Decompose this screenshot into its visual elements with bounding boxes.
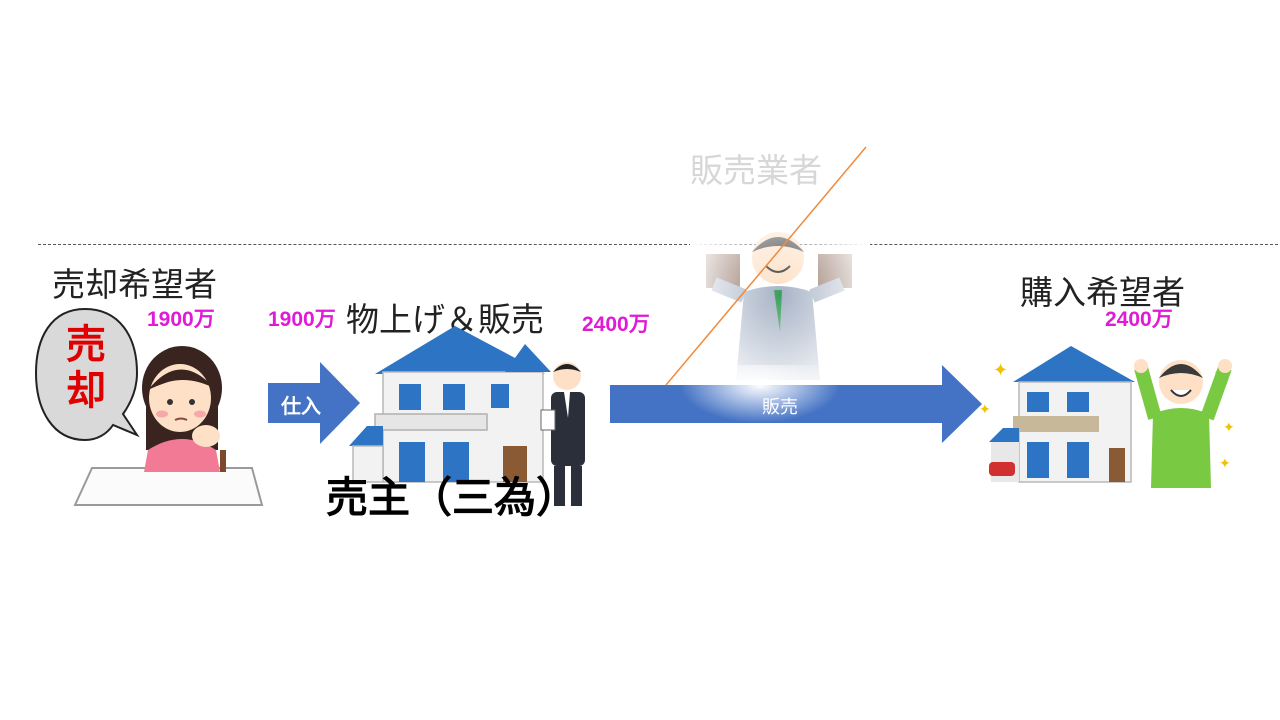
- speech-bubble-shape: [34, 307, 140, 442]
- buyer-house-illustration: ✦ ✦ ✦ ✦ ✦: [979, 346, 1235, 488]
- svg-text:✦: ✦: [1219, 456, 1231, 472]
- seller-price: 1900万: [147, 308, 215, 331]
- svg-text:✦: ✦: [993, 360, 1008, 381]
- purchase-arrow-label: 仕入: [281, 394, 321, 418]
- strike-line: [665, 146, 867, 386]
- svg-text:✦: ✦: [1223, 420, 1235, 436]
- speech-bubble-text: 売 却: [62, 322, 110, 414]
- purchase-price: 1900万: [268, 308, 336, 331]
- seller-applicant-label: 売却希望者: [52, 265, 217, 304]
- sales-agent-label: 販売業者: [690, 151, 822, 190]
- divider-line: [38, 244, 1278, 245]
- bubble-char-2: 却: [66, 368, 106, 414]
- bubble-char-1: 売: [66, 322, 106, 368]
- sales-arrow-label: 販売: [762, 397, 798, 418]
- purchase-arrow: [268, 362, 360, 444]
- seller-main-label: 売主（三為）: [326, 473, 579, 522]
- resale-price: 2400万: [582, 313, 650, 336]
- buyer-price: 2400万: [1105, 308, 1173, 331]
- svg-text:✦: ✦: [979, 402, 991, 418]
- house-illustration: [349, 326, 585, 506]
- buyer-applicant-label: 購入希望者: [1020, 273, 1185, 312]
- seller-woman-illustration: [73, 346, 264, 506]
- sales-arrow: [610, 365, 982, 443]
